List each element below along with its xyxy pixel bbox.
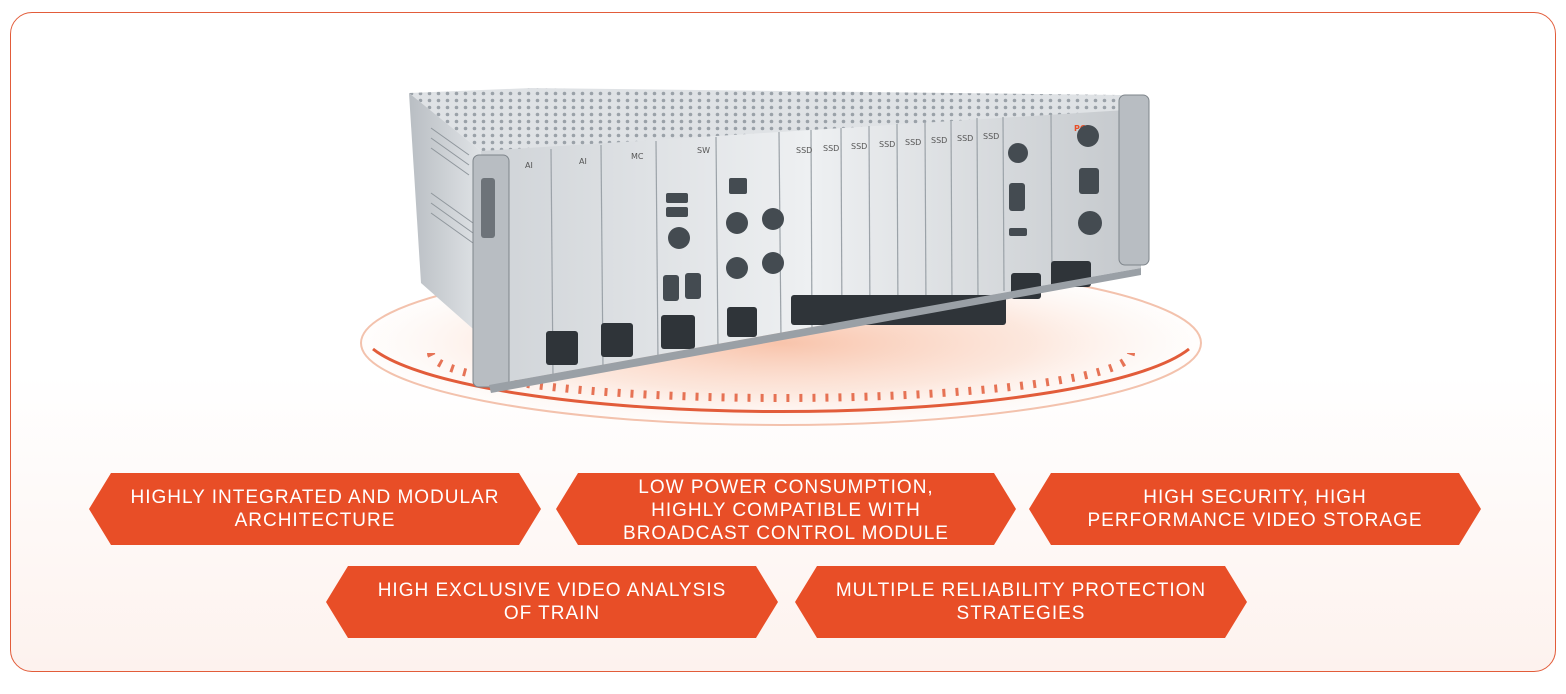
chassis-top bbox=[409, 88, 1141, 153]
svg-text:SSD: SSD bbox=[957, 134, 973, 143]
svg-text:AI: AI bbox=[525, 161, 533, 170]
svg-text:SSD: SSD bbox=[983, 132, 999, 141]
feature-badge-reliability: MULTIPLE RELIABILITY PROTECTION STRATEGI… bbox=[795, 566, 1247, 638]
feature-badge-security: HIGH SECURITY, HIGH PERFORMANCE VIDEO ST… bbox=[1029, 473, 1481, 545]
chassis-side bbox=[409, 93, 489, 343]
svg-text:SSD: SSD bbox=[851, 142, 867, 151]
feature-badge-video-analysis: HIGH EXCLUSIVE VIDEO ANALYSIS OF TRAIN bbox=[326, 566, 778, 638]
svg-text:SSD: SSD bbox=[823, 144, 839, 153]
svg-text:SW: SW bbox=[697, 146, 710, 155]
svg-text:AI: AI bbox=[579, 157, 587, 166]
right-handle bbox=[1118, 94, 1150, 266]
feature-badge-low-power: LOW POWER CONSUMPTION, HIGHLY COMPATIBLE… bbox=[556, 473, 1016, 545]
svg-text:SSD: SSD bbox=[796, 146, 812, 155]
svg-text:SSD: SSD bbox=[931, 136, 947, 145]
feature-badge-integrated: HIGHLY INTEGRATED AND MODULAR ARCHITECTU… bbox=[89, 473, 541, 545]
svg-text:MC: MC bbox=[631, 152, 644, 161]
svg-text:SSD: SSD bbox=[905, 138, 921, 147]
svg-text:SSD: SSD bbox=[879, 140, 895, 149]
